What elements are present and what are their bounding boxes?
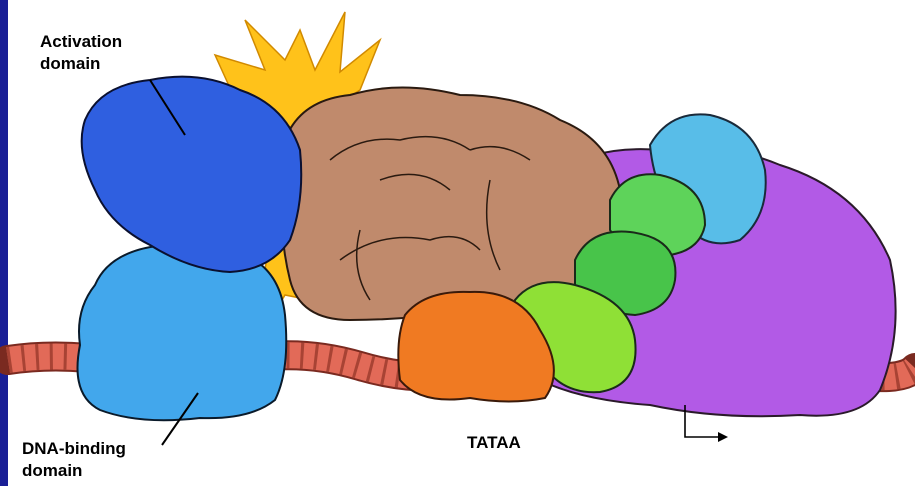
dna-binding-domain-label: DNA-binding domain (22, 438, 126, 482)
activation-domain (82, 77, 302, 272)
tataa-label: TATAA (467, 432, 521, 454)
activation-domain-label: Activation domain (40, 31, 122, 75)
dna-binding-domain (78, 244, 287, 420)
